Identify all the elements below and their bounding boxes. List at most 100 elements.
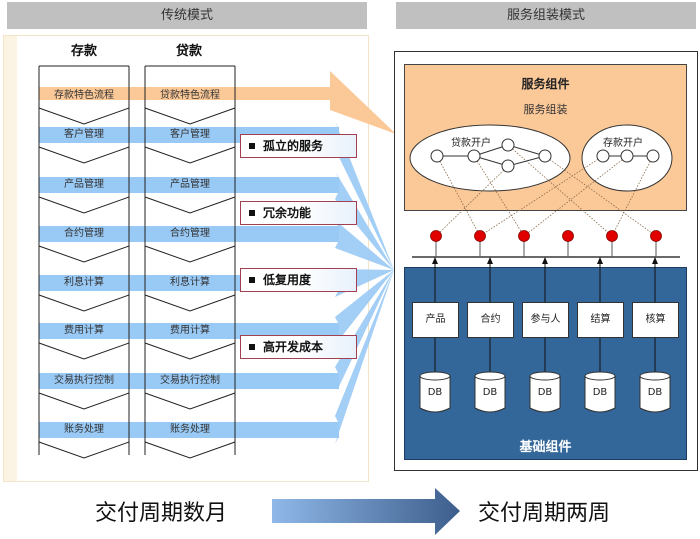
service-node [501, 159, 515, 173]
loan-step: 客户管理 [170, 129, 210, 140]
loan-column-title: 贷款 [175, 44, 202, 59]
chevron-divider [38, 342, 130, 360]
service-binding-line [436, 155, 481, 237]
fan-arrow [335, 270, 394, 444]
database-label: DB [482, 387, 498, 398]
deposit-step: 利息计算 [64, 277, 104, 288]
chevron-divider [144, 392, 236, 410]
service-node [467, 149, 481, 163]
bullet-icon [249, 276, 255, 283]
chevron-divider [144, 342, 236, 360]
callout-isolated-services: 孤立的服务 [240, 134, 357, 158]
database-icon-top [639, 371, 671, 381]
arrow-head-icon [597, 257, 603, 264]
callout-text: 低复用度 [263, 273, 312, 287]
service-binding-line [479, 155, 604, 237]
service-node [430, 149, 444, 163]
service-point-dot [562, 230, 574, 242]
service-node [501, 138, 515, 152]
base-module-box: 产品 [412, 302, 459, 338]
service-point-dot [606, 230, 618, 242]
loan-step: 费用计算 [170, 325, 210, 336]
service-point-dot [430, 230, 442, 242]
service-node [538, 149, 552, 163]
delivery-cycle-before: 交付周期数月 [95, 501, 228, 526]
chevron-divider [144, 107, 236, 125]
callout-text: 孤立的服务 [263, 139, 324, 153]
base-module-box: 核算 [632, 302, 679, 338]
delivery-cycle-after: 交付周期两周 [478, 501, 611, 526]
fan-arrow [335, 270, 394, 345]
bullet-icon [249, 343, 255, 350]
service-binding-line [507, 144, 613, 237]
base-module-box: 结算 [577, 302, 624, 338]
loan-opening-group [409, 124, 571, 192]
loan-step: 利息计算 [170, 277, 210, 288]
fan-arrow [335, 270, 394, 395]
deposit-step: 合约管理 [64, 228, 104, 239]
database-label: DB [592, 387, 608, 398]
database-label: DB [537, 387, 553, 398]
service-node [596, 149, 610, 163]
service-binding-line [523, 155, 628, 237]
chevron-divider [38, 392, 130, 410]
database-label: DB [647, 387, 663, 398]
chevron-divider [144, 196, 236, 214]
loan-step: 合约管理 [170, 228, 210, 239]
database-icon [419, 376, 451, 413]
callout-text: 冗余功能 [263, 206, 312, 220]
chevron-divider [38, 441, 130, 459]
traditional-mode-header: 传统模式 [7, 2, 367, 29]
chevron-divider [38, 196, 130, 214]
database-icon [474, 376, 506, 413]
arrow-head-icon [652, 257, 658, 264]
deposit-step: 存款特色流程 [54, 90, 114, 101]
loan-step: 账务处理 [170, 424, 210, 435]
database-icon [639, 376, 671, 413]
deposit-step: 产品管理 [64, 179, 104, 190]
service-binding-line [544, 155, 657, 237]
database-icon-top [474, 371, 506, 381]
chevron-divider [144, 146, 236, 164]
step-band [39, 373, 339, 389]
service-node [646, 149, 660, 163]
transition-arrow [272, 488, 460, 535]
fan-arrow [335, 220, 394, 270]
fan-arrow [335, 121, 394, 270]
database-icon-top [529, 371, 561, 381]
service-assembly-mode-header: 服务组装模式 [396, 2, 696, 29]
chevron-divider [38, 146, 130, 164]
service-binding-line [473, 155, 525, 237]
service-point-dot [474, 230, 486, 242]
deposit-step: 客户管理 [64, 129, 104, 140]
base-module-box: 参与人 [522, 302, 569, 338]
arrow-head-icon [542, 257, 548, 264]
base-module-box: 合约 [467, 302, 514, 338]
deposit-step: 账务处理 [64, 424, 104, 435]
panel-edge [4, 36, 17, 481]
base-component-title: 基础组件 [519, 440, 572, 455]
loan-opening-label: 贷款开户 [451, 138, 491, 149]
loan-step: 产品管理 [170, 179, 210, 190]
bullet-icon [249, 142, 255, 149]
database-icon [584, 376, 616, 413]
fan-arrow [335, 171, 394, 270]
service-assembly-label: 服务组装 [523, 103, 568, 116]
database-icon [529, 376, 561, 413]
deposit-column-title: 存款 [70, 44, 97, 59]
deposit-step: 交易执行控制 [54, 375, 114, 386]
chevron-divider [38, 245, 130, 263]
chevron-divider [38, 294, 130, 312]
database-icon-top [419, 371, 451, 381]
deposit-step: 费用计算 [64, 325, 104, 336]
service-point-dot [650, 230, 662, 242]
deposit-opening-label: 存款开户 [603, 138, 643, 149]
bullet-icon [249, 209, 255, 216]
step-band [39, 226, 339, 242]
loan-step: 交易执行控制 [160, 375, 220, 386]
service-point-dot [518, 230, 530, 242]
loan-step: 贷款特色流程 [160, 90, 220, 101]
chevron-divider [38, 107, 130, 125]
callout-low-reuse: 低复用度 [240, 268, 357, 292]
step-band [39, 422, 339, 438]
